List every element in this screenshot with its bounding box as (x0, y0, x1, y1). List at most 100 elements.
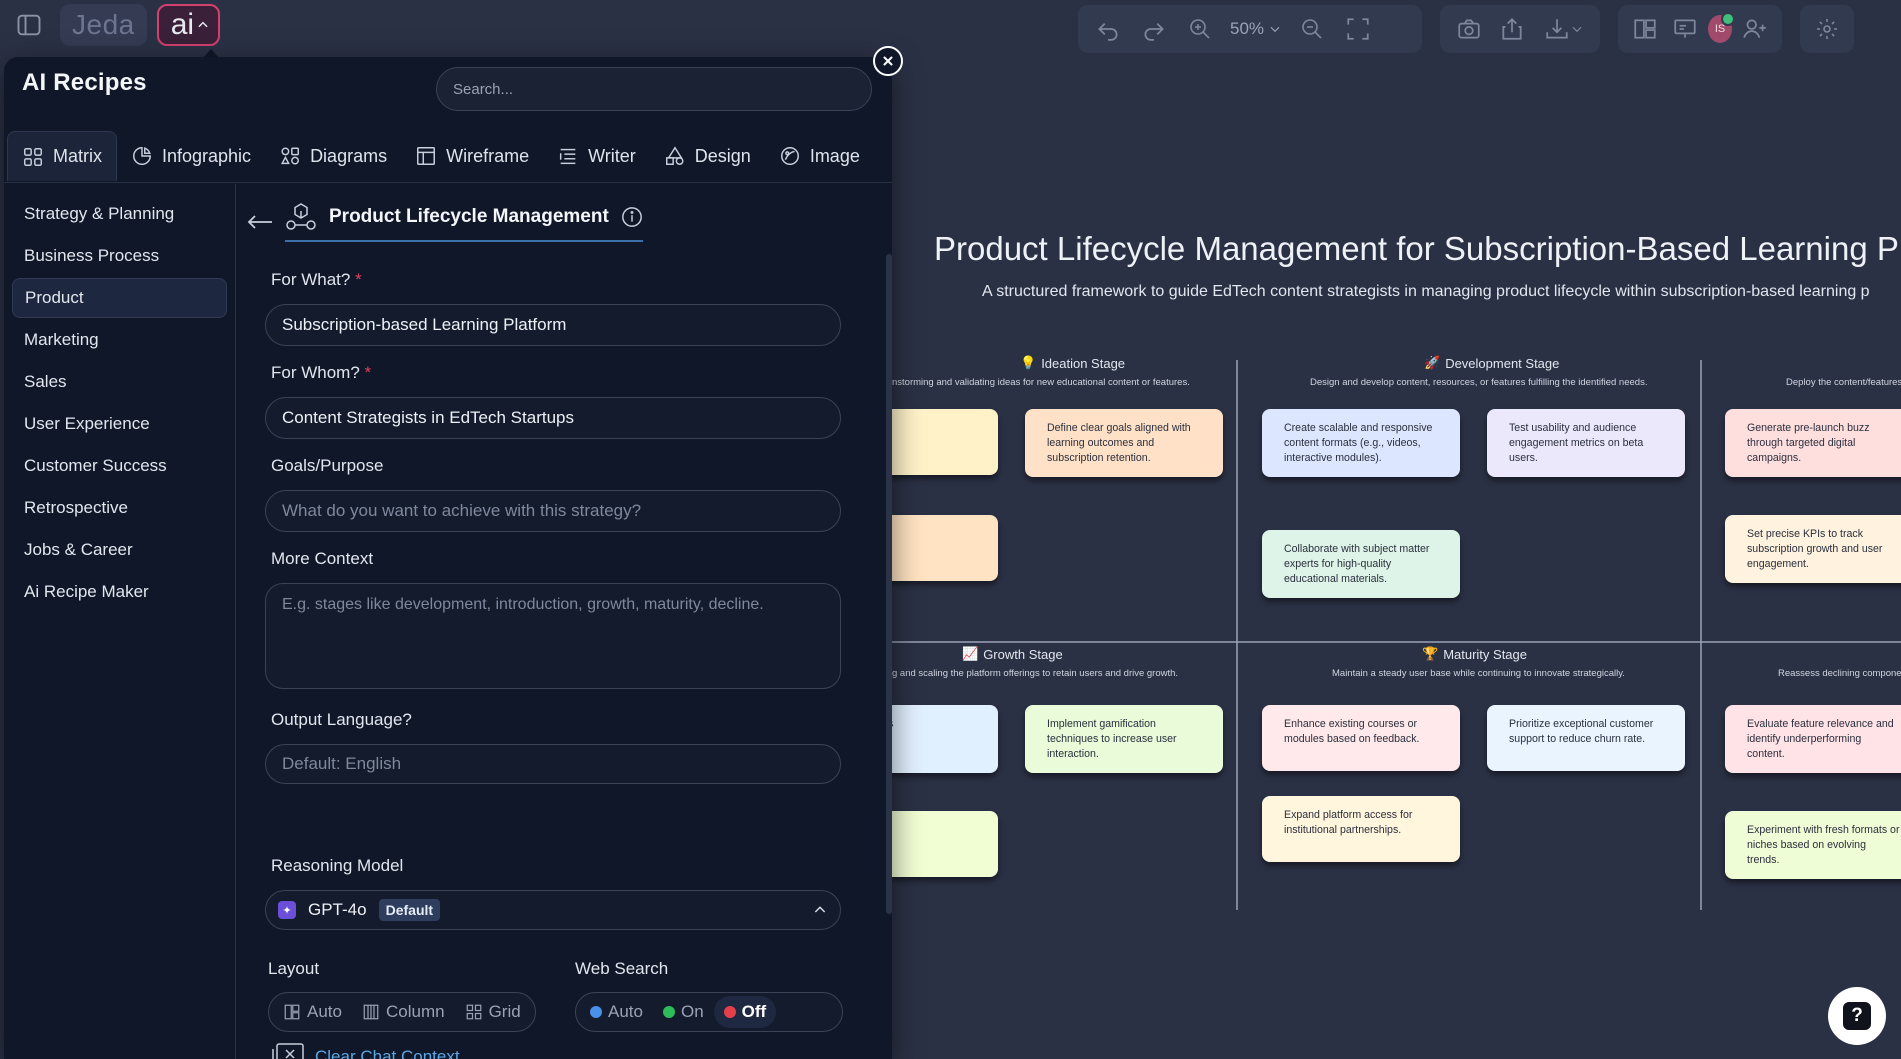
matrix-title[interactable]: Product Lifecycle Management for Subscri… (934, 230, 1901, 267)
user-avatar[interactable]: IS (1708, 12, 1735, 43)
sticky-note[interactable]: et research to n learning (892, 409, 998, 475)
sidebar-toggle-button[interactable] (8, 4, 50, 46)
zoom-out-button[interactable] (1292, 9, 1332, 49)
tab-writer[interactable]: Writer (543, 131, 650, 181)
for-whom-input[interactable] (265, 397, 841, 439)
canvas[interactable]: Product Lifecycle Management for Subscri… (892, 57, 1901, 1059)
category-business-process[interactable]: Business Process (24, 246, 160, 265)
sticky-note[interactable]: ith influencers n niche (892, 811, 998, 877)
default-badge: Default (378, 899, 441, 921)
category-sales[interactable]: Sales (24, 372, 67, 391)
category-customer-success[interactable]: Customer Success (24, 456, 167, 475)
sticky-note[interactable]: Experiment with fresh formats or niches … (1725, 811, 1901, 880)
share-button[interactable] (1494, 9, 1532, 49)
help-button[interactable]: ? (1828, 987, 1886, 1045)
category-strategy-planning[interactable]: Strategy & Planning (24, 204, 175, 223)
close-panel-button[interactable] (873, 46, 903, 76)
web-search-auto-option[interactable]: Auto (580, 996, 653, 1028)
matrix-subtitle[interactable]: A structured framework to guide EdTech c… (982, 283, 1870, 300)
invite-user-button[interactable] (1738, 9, 1772, 49)
tab-wireframe[interactable]: Wireframe (401, 131, 543, 181)
quadrant-description[interactable]: g and scaling the platform offerings to … (892, 668, 1179, 679)
quadrant-description[interactable]: Maintain a steady user base while contin… (1332, 668, 1625, 679)
sticky-note[interactable]: Enhance existing courses or modules base… (1262, 705, 1460, 771)
category-product[interactable]: Product (12, 278, 227, 318)
web-search-off-option[interactable]: Off (713, 996, 777, 1028)
zoom-in-button[interactable] (1180, 9, 1220, 49)
language-input[interactable] (265, 744, 841, 784)
clear-chat-context-button[interactable]: Clear Chat Context (271, 1042, 460, 1059)
sticky-note[interactable]: Define clear goals aligned with learning… (1025, 409, 1223, 478)
goals-input[interactable] (265, 490, 841, 532)
zoom-level-dropdown[interactable]: 50% (1226, 19, 1286, 39)
recipe-title: Product Lifecycle Management (329, 206, 609, 227)
redo-button[interactable] (1134, 9, 1174, 49)
category-user-experience[interactable]: User Experience (24, 414, 150, 433)
quadrant-description[interactable]: nstorming and validating ideas for new e… (892, 377, 1190, 388)
tab-infographic[interactable]: Infographic (117, 131, 265, 181)
sticky-note[interactable]: Generate pre-launch buzz through targete… (1725, 409, 1901, 478)
layout-auto-option[interactable]: Auto (273, 996, 352, 1028)
sticky-note[interactable]: Test usability and audience engagement m… (1487, 409, 1685, 478)
recipe-search-input[interactable] (436, 67, 872, 111)
sticky-note[interactable]: Expand platform access for institutional… (1262, 796, 1460, 862)
panel-caret (203, 49, 219, 58)
layout-column-option[interactable]: Column (352, 996, 455, 1028)
undo-button[interactable] (1088, 9, 1128, 49)
back-button[interactable] (247, 215, 275, 229)
category-retrospective[interactable]: Retrospective (24, 498, 128, 517)
web-search-on-option[interactable]: On (653, 996, 714, 1028)
presentation-button[interactable] (1668, 9, 1702, 49)
fit-screen-button[interactable] (1338, 9, 1378, 49)
category-ai-recipe-maker[interactable]: Ai Recipe Maker (24, 582, 149, 601)
info-icon[interactable] (621, 206, 643, 228)
web-search-label: Web Search (575, 959, 669, 978)
app-header: Jeda ai (8, 2, 221, 48)
settings-toolbar (1800, 5, 1854, 53)
screenshot-button[interactable] (1450, 9, 1488, 49)
sticky-note[interactable]: potential target ugh surveys or (892, 515, 998, 581)
sticky-note[interactable]: Set precise KPIs to track subscription g… (1725, 515, 1901, 584)
ai-recipes-toggle[interactable]: ai (156, 4, 221, 46)
tab-image[interactable]: Image (765, 131, 874, 181)
category-jobs-career[interactable]: Jobs & Career (24, 540, 133, 559)
quadrant-description[interactable]: Design and develop content, resources, o… (1310, 377, 1648, 388)
presentation-icon (1674, 19, 1696, 38)
sticky-note[interactable]: Create scalable and responsive content f… (1262, 409, 1460, 478)
for-what-input[interactable] (265, 304, 841, 346)
gear-icon (1817, 19, 1837, 39)
zoom-in-icon (1190, 19, 1210, 39)
tab-matrix[interactable]: Matrix (7, 131, 117, 181)
quadrant-title[interactable]: 📈Growth Stage (962, 646, 1063, 662)
category-marketing[interactable]: Marketing (24, 330, 99, 349)
sticky-note[interactable]: Implement gamification techniques to inc… (1025, 705, 1223, 774)
redo-icon (1144, 22, 1164, 41)
settings-button[interactable] (1807, 9, 1847, 49)
diagrams-icon (281, 147, 300, 165)
design-icon (665, 146, 684, 165)
tab-label: Image (809, 145, 860, 166)
model-select[interactable]: ✦ GPT-4o Default (265, 890, 841, 930)
context-textarea[interactable] (265, 583, 841, 689)
quadrant-title[interactable]: 🏆Maturity Stage (1422, 646, 1527, 662)
sticky-note[interactable]: Evaluate feature relevance and identify … (1725, 705, 1901, 774)
quadrant-title-text: Ideation Stage (1041, 355, 1126, 371)
quadrant-description[interactable]: Reassess declining componen (1778, 668, 1901, 679)
tab-design[interactable]: Design (650, 131, 765, 181)
sticky-note[interactable]: r data analytics ntent n. (892, 705, 998, 774)
fit-screen-icon (1347, 18, 1369, 40)
tab-diagrams[interactable]: Diagrams (265, 131, 401, 181)
quadrant-description[interactable]: Deploy the content/features (1786, 377, 1901, 388)
form-scrollbar[interactable] (886, 254, 892, 914)
quadrant-title[interactable]: 💡Ideation Stage (1020, 355, 1125, 371)
layout-grid-option[interactable]: Grid (455, 996, 531, 1028)
download-button[interactable] (1537, 9, 1590, 49)
zoom-out-icon (1302, 19, 1322, 39)
column-layout-icon (363, 1004, 379, 1020)
quadrant-title[interactable]: 🚀Development Stage (1424, 355, 1559, 371)
sticky-note[interactable]: Prioritize exceptional customer support … (1487, 705, 1685, 771)
layout-toggle-button[interactable] (1628, 9, 1662, 49)
app-logo[interactable]: Jeda (60, 4, 147, 46)
sticky-note[interactable]: Collaborate with subject matter experts … (1262, 530, 1460, 599)
sidebar-toggle-icon (17, 14, 41, 36)
